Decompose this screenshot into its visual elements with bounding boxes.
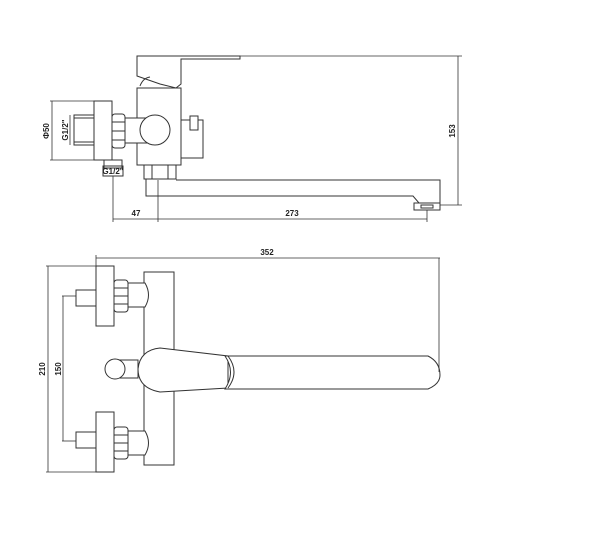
dim-wall-offset: 47: [132, 209, 141, 218]
body-circle: [139, 114, 171, 146]
flange-lower: [95, 411, 115, 473]
diverter-knob-top: [104, 358, 126, 380]
top-view: 352 210 150: [38, 248, 441, 473]
dim-overall-length: 352: [260, 248, 274, 257]
dim-overall-height: 153: [448, 124, 457, 138]
dim-overall-width: 210: [38, 362, 47, 376]
dim-spout-reach: 273: [285, 209, 299, 218]
dim-inlet-centers: 150: [54, 362, 63, 376]
dim-flange-diameter: Ф50: [42, 123, 51, 139]
dim-thread-top: G1/2": [61, 119, 70, 140]
flange-upper: [95, 265, 115, 327]
side-view: Ф50 G1/2" G1/2" 47 273 153: [42, 55, 462, 222]
spout-top: [224, 355, 441, 390]
lever-handle: [136, 55, 241, 89]
spout-nut: [143, 164, 177, 180]
lever-handle-top: [137, 347, 229, 393]
spout: [145, 179, 441, 204]
dim-thread-bottom: G1/2": [102, 167, 123, 176]
diverter-knob: [189, 115, 199, 131]
wall-flange: [93, 100, 113, 161]
